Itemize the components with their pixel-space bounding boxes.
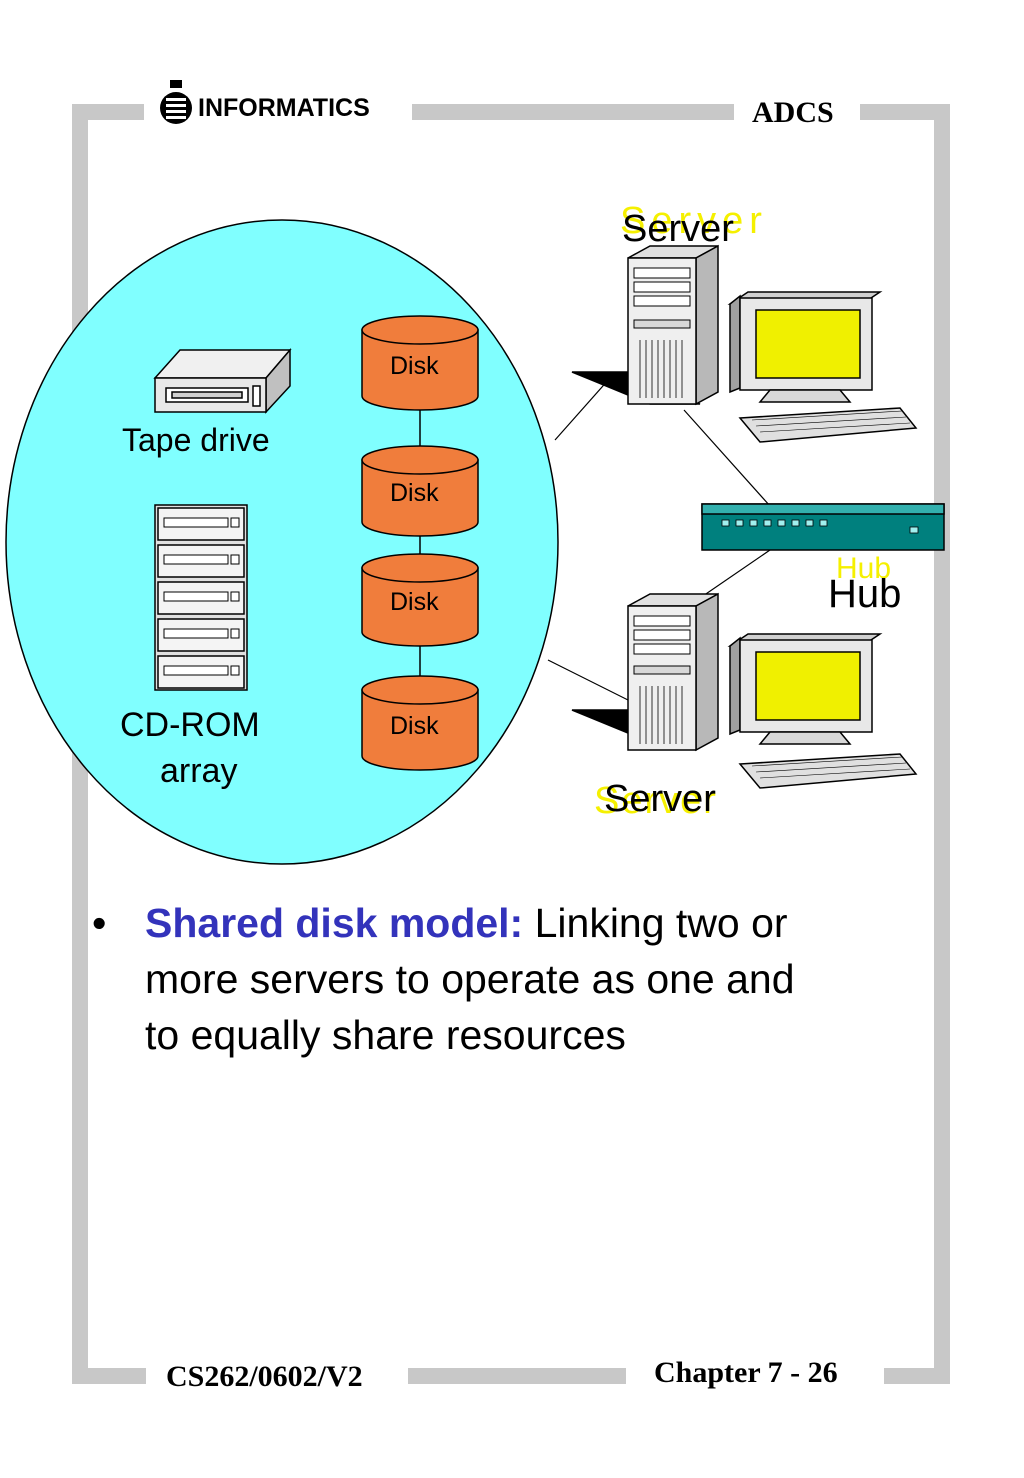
cdrom-label-line1: CD-ROM xyxy=(120,706,260,744)
bullet-term: Shared disk model: xyxy=(145,900,524,946)
hub-label-shadow: Hub xyxy=(836,552,892,585)
frame-bottom-left xyxy=(72,1368,146,1384)
server-bottom-label-shadow: Server xyxy=(594,780,718,822)
hub-icon xyxy=(701,503,945,551)
logo-text: INFORMATICS xyxy=(198,94,370,122)
disk-label-3: Disk xyxy=(390,588,439,616)
hub-label: Hub xyxy=(828,572,902,616)
informatics-logo: INFORMATICS xyxy=(158,80,408,126)
server-top-label: Server xyxy=(622,208,734,250)
shared-storage-circle xyxy=(5,219,559,865)
server-top-icon xyxy=(571,244,918,443)
cdrom-array-icon xyxy=(154,504,248,691)
frame-top-left xyxy=(72,104,144,120)
disk-3 xyxy=(361,553,479,647)
footer-code: CS262/0602/V2 xyxy=(166,1360,363,1393)
disk-2 xyxy=(361,445,479,537)
footer-page: Chapter 7 - 26 xyxy=(654,1356,838,1389)
disk-label-2: Disk xyxy=(390,479,439,507)
header-course: ADCS xyxy=(752,96,834,129)
disk-1 xyxy=(361,315,479,411)
disk-4 xyxy=(361,675,479,771)
shared-disk-diagram xyxy=(5,219,945,865)
frame-top-right xyxy=(860,104,950,120)
bullet-point: • Shared disk model: Linking two or more… xyxy=(92,895,832,1063)
bullet-description: Linking two or more servers to operate a… xyxy=(145,900,795,1058)
frame-right xyxy=(934,104,950,1384)
server-bottom-icon xyxy=(571,592,918,789)
tape-drive-label: Tape drive xyxy=(122,422,270,458)
server-top-label-shadow: Server xyxy=(620,200,768,242)
frame-bottom-middle xyxy=(408,1368,626,1384)
tape-drive-icon xyxy=(153,347,292,414)
disk-label-1: Disk xyxy=(390,352,439,380)
network-links xyxy=(547,377,771,707)
frame-bottom-right xyxy=(884,1368,950,1384)
bullet-marker: • xyxy=(92,900,107,946)
server-bottom-label: Server xyxy=(604,778,716,820)
frame-top-middle xyxy=(412,104,734,120)
bullet-body: Shared disk model: Linking two or more s… xyxy=(145,895,832,1063)
cdrom-label-line2: array xyxy=(160,752,238,790)
disk-label-4: Disk xyxy=(390,712,439,740)
logo-mark-icon xyxy=(160,80,192,124)
